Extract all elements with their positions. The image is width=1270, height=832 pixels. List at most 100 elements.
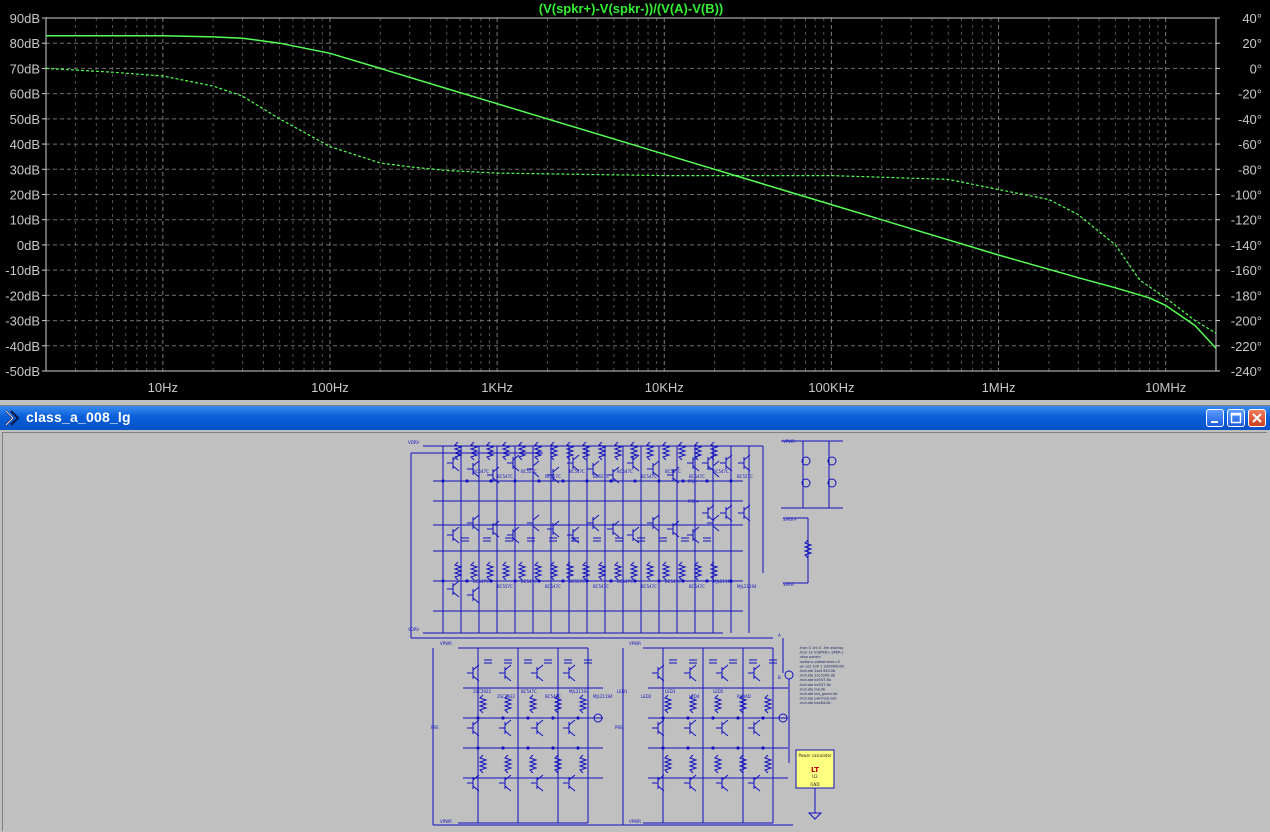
collector-lead [492,466,500,473]
schematic-window[interactable]: class_a_008_lg .tran 0 1m 0 .5m startup.… [0,406,1270,832]
bias-resistor [581,441,591,461]
emitter-lead [552,531,560,538]
collector-lead [472,460,480,467]
driver-transistor [447,580,460,598]
junction-dot [465,479,469,483]
collector-lead [707,454,715,461]
bias-resistor [709,561,719,581]
bias-resistor [629,561,639,581]
part-label: BC557C [545,474,561,479]
part-label: MJL21193 [569,689,589,694]
driver-transistor [647,514,660,532]
current-source-symbol [593,713,603,723]
maximize-button[interactable] [1227,409,1245,427]
collector-lead [592,514,600,521]
bias-resistor [661,561,671,581]
y-left-tick-label: -30dB [5,314,40,329]
x-tick-label: 10KHz [645,380,684,395]
y-right-tick-label: -120° [1231,213,1262,228]
current-source-symbol [778,713,788,723]
amp-transistor [748,774,761,792]
emitter-lead [672,531,680,538]
calc-pin: GND [810,782,819,787]
bias-resistor [469,561,479,581]
amp-transistor [748,664,761,682]
part-label: BC547C [521,689,537,694]
bias-resistor [693,561,703,581]
driver-transistor [487,520,500,538]
spice-directive: .tran 0 1m 0 .5m startup [799,646,844,650]
bias-resistor [533,561,543,581]
emitter-lead [572,465,580,472]
amp-resistor [553,694,563,714]
bias-resistor [501,561,511,581]
minimize-button[interactable] [1206,409,1224,427]
driver-transistor [627,526,640,544]
collector-lead [512,454,520,461]
emitter-lead [504,675,512,682]
emitter-lead [504,785,512,792]
amp-transistor [684,719,697,737]
amp-resistor [688,694,698,714]
transistor-symbol [702,454,715,472]
pane-splitter[interactable] [0,400,1270,406]
collector-lead [743,454,751,461]
transistor-symbol [720,504,733,522]
led-symbol [827,456,837,466]
part-label: 2SC2922 [473,689,492,694]
junction-dot [537,579,541,583]
collector-lead [743,504,751,511]
amp-resistor [578,754,588,774]
minimize-icon [1211,421,1218,423]
supply-label: VPWR [440,819,452,824]
emitter-lead [452,537,460,544]
part-label: LED3 [665,689,676,694]
junction-dot [705,579,709,583]
schematic-drawing: .tran 0 1m 0 .5m startup.four 1k V(SPKR+… [408,439,845,826]
collector-lead [712,514,720,521]
bias-resistor [597,561,607,581]
y-left-tick-label: -50dB [5,364,40,379]
bias-resistor [517,441,527,461]
spice-directive: .ac oct 100 1 200000000 [799,664,845,668]
close-icon [1252,413,1262,423]
part-label: BC557C [665,469,681,474]
amp-transistor [716,664,729,682]
window-titlebar[interactable]: class_a_008_lg [0,406,1270,430]
emitter-lead [612,531,620,538]
net-label: PRE+ [688,499,699,504]
part-label: BC547C [545,694,561,699]
collector-lead [612,520,620,527]
collector-lead [753,774,761,781]
driver-transistor [647,460,660,478]
spice-directive: .include pwrmod.sub [799,697,837,701]
collector-lead [725,504,733,511]
collector-lead [572,454,580,461]
emitter-lead [692,465,700,472]
junction-dot [661,746,665,750]
part-label: BC547C [689,474,705,479]
amp-transistor [716,719,729,737]
schematic-canvas[interactable]: .tran 0 1m 0 .5m startup.four 1k V(SPKR+… [2,432,1267,831]
collector-lead [504,664,512,671]
x-tick-label: 100KHz [808,380,854,395]
load-resistor [803,539,813,559]
part-label: BC557C [593,474,609,479]
collector-lead [472,664,480,671]
amp-transistor [748,719,761,737]
emitter-lead [743,515,751,522]
amp-resistor [763,694,773,714]
bias-resistor [613,441,623,461]
close-button[interactable] [1248,409,1266,427]
collector-lead [657,664,665,671]
emitter-lead [492,531,500,538]
driver-transistor [487,466,500,484]
supply-label: VDRV [408,440,419,445]
part-label: BC547C [497,474,513,479]
y-left-tick-label: 30dB [10,162,40,177]
bias-resistor [485,441,495,461]
junction-dot [576,746,580,750]
spice-directive: .options plotwinsize=0 [799,660,841,664]
part-label: BC557C [521,469,537,474]
